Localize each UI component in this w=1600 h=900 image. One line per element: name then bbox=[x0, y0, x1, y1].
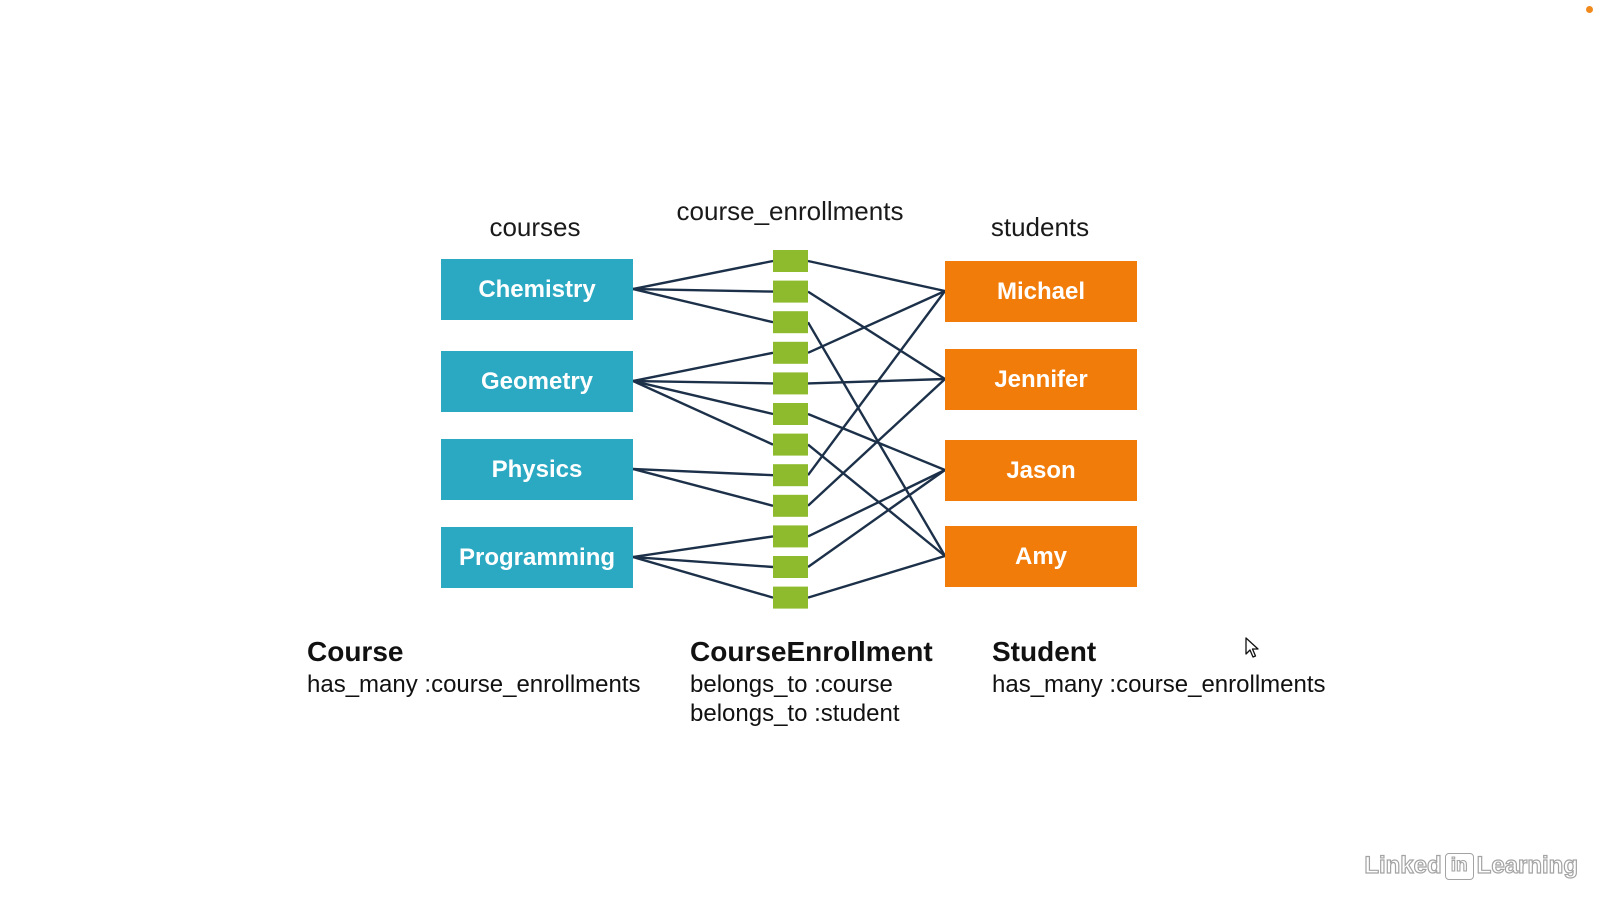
student-box-jennifer: Jennifer bbox=[945, 349, 1137, 410]
enrollment-student-link bbox=[807, 554, 946, 599]
student-box-jason: Jason bbox=[945, 440, 1137, 501]
enrollment-records bbox=[773, 250, 808, 609]
course-enrollment-link bbox=[632, 379, 774, 385]
link-lines bbox=[632, 259, 947, 599]
enrollment-student-link bbox=[807, 443, 946, 557]
course-label: Geometry bbox=[480, 367, 594, 395]
course-enrollment-link bbox=[632, 287, 774, 293]
logo-wordmark-left: Linked bbox=[1364, 851, 1443, 879]
student-box-amy: Amy bbox=[945, 526, 1137, 587]
enrollment-record-square bbox=[773, 494, 808, 517]
course-model-name: Course bbox=[307, 636, 404, 667]
enrollment-model-name: CourseEnrollment bbox=[690, 636, 933, 667]
recording-indicator-dot bbox=[1586, 6, 1593, 13]
enrollment-record-square bbox=[773, 556, 808, 578]
students-column-label: students bbox=[990, 212, 1090, 242]
course-enrollment-link bbox=[632, 535, 774, 559]
enrollment-model-association: belongs_to :student bbox=[690, 700, 900, 727]
enrollment-student-link bbox=[807, 378, 946, 507]
course-enrollment-link bbox=[632, 379, 774, 416]
course-box-programming: Programming bbox=[441, 527, 633, 588]
enrollment-model-association: belongs_to :course bbox=[690, 671, 893, 698]
student-box-michael: Michael bbox=[945, 261, 1137, 322]
enrollment-student-link bbox=[806, 321, 947, 557]
enrollment-record-square bbox=[773, 433, 808, 456]
enrollment-student-link bbox=[807, 290, 946, 381]
courses-column-label: courses bbox=[489, 212, 581, 242]
enrollment-student-link bbox=[807, 290, 946, 476]
course-box-physics: Physics bbox=[441, 439, 633, 500]
course-enrollment-link bbox=[632, 351, 774, 383]
course-model-association: has_many :course_enrollments bbox=[307, 671, 641, 698]
student-label: Michael bbox=[996, 277, 1086, 305]
enrollment-student-link bbox=[807, 259, 946, 293]
linkedin-learning-logo: Linked in Learning bbox=[1364, 851, 1579, 880]
course-label: Programming bbox=[458, 543, 616, 571]
course-enrollment-link bbox=[632, 379, 774, 446]
course-model-description: Course has_many :course_enrollments bbox=[307, 634, 641, 699]
course-enrollment-link bbox=[632, 467, 774, 507]
enrollment-student-link bbox=[807, 469, 946, 568]
student-model-association: has_many :course_enrollments bbox=[992, 671, 1326, 698]
course-enrollment-link bbox=[632, 555, 774, 569]
student-label: Jason bbox=[1006, 456, 1076, 484]
enrollments-column-label: course_enrollments bbox=[676, 196, 904, 226]
student-label: Amy bbox=[1014, 542, 1068, 570]
course-enrollment-link bbox=[632, 259, 774, 291]
logo-wordmark-right: Learning bbox=[1476, 851, 1579, 879]
enrollment-student-link bbox=[807, 468, 946, 538]
course-box-geometry: Geometry bbox=[441, 351, 633, 412]
student-label: Jennifer bbox=[994, 365, 1088, 393]
enrollment-record-square bbox=[773, 341, 808, 364]
course-label: Chemistry bbox=[478, 275, 596, 303]
enrollment-record-square bbox=[773, 311, 808, 334]
enrollment-record-square bbox=[773, 586, 808, 609]
course-label: Physics bbox=[491, 455, 583, 483]
enrollment-record-square bbox=[773, 250, 808, 272]
enrollment-record-square bbox=[773, 372, 808, 395]
course-enrollment-link bbox=[632, 555, 774, 599]
enrollment-record-square bbox=[773, 525, 808, 548]
enrollment-student-link bbox=[807, 289, 946, 354]
enrollment-model-description: CourseEnrollment belongs_to :course belo… bbox=[690, 634, 933, 728]
course-enrollment-link bbox=[632, 467, 774, 477]
enrollment-record-square bbox=[773, 280, 808, 303]
mouse-cursor-icon bbox=[1245, 637, 1259, 658]
enrollment-record-square bbox=[773, 464, 808, 487]
course-box-chemistry: Chemistry bbox=[441, 259, 633, 320]
course-enrollment-link bbox=[632, 287, 774, 324]
student-model-name: Student bbox=[992, 636, 1097, 667]
student-model-description: Student has_many :course_enrollments bbox=[992, 634, 1326, 699]
linkedin-in-icon: in bbox=[1444, 852, 1474, 880]
enrollment-record-square bbox=[773, 403, 808, 425]
